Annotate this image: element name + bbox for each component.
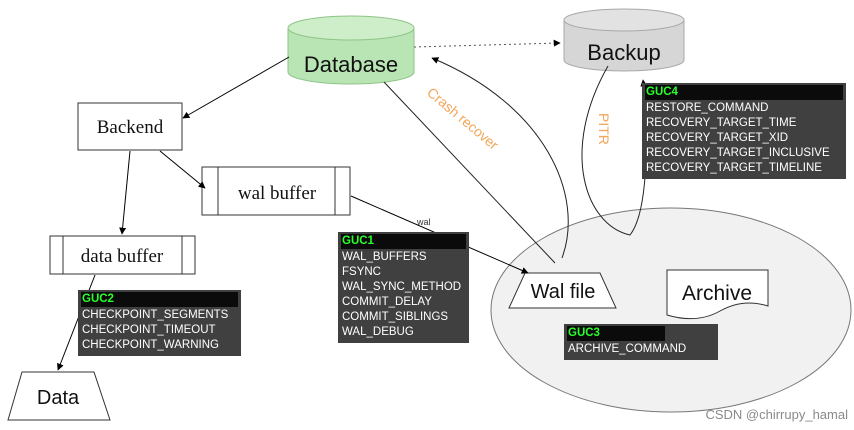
data-buffer-label: data buffer: [81, 246, 164, 267]
backend-label: Backend: [97, 117, 164, 138]
guc2-box: GUC2 CHECKPOINT_SEGMENTS CHECKPOINT_TIME…: [78, 290, 241, 356]
database-to-backup-edge: [413, 39, 561, 48]
wal-edge-label: wal: [416, 217, 431, 227]
archive-label: Archive: [682, 282, 752, 305]
guc1-box: GUC1 WAL_BUFFERS FSYNC WAL_SYNC_METHOD C…: [338, 232, 469, 343]
guc1-item: COMMIT_DELAY: [342, 296, 432, 308]
database-node[interactable]: Database: [287, 15, 415, 85]
pitr-label: PITR: [596, 113, 612, 145]
backup-label: Backup: [587, 40, 660, 65]
archive-node[interactable]: Archive: [666, 269, 769, 320]
data-buffer-node[interactable]: data buffer: [49, 235, 196, 275]
crash-recover-label: Crash recover: [424, 84, 502, 153]
crash-recover-edge: [431, 57, 569, 259]
guc4-title: GUC4: [645, 85, 843, 100]
guc4-box: GUC4 RESTORE_COMMAND RECOVERY_TARGET_TIM…: [642, 83, 846, 179]
database-to-backend-edge: [182, 56, 290, 119]
database-label: Database: [304, 52, 398, 77]
guc1-item: FSYNC: [342, 266, 381, 278]
wal-buffer-node[interactable]: wal buffer: [201, 166, 351, 216]
wal-buffer-label: wal buffer: [238, 183, 317, 204]
guc3-box: GUC3 ARCHIVE_COMMAND: [564, 324, 718, 360]
guc1-item: COMMIT_SIBLINGS: [342, 311, 449, 323]
backend-to-data-buffer-edge: [119, 150, 131, 235]
watermark: CSDN @chirrupy_hamal: [705, 407, 848, 422]
backend-node[interactable]: Backend: [77, 102, 183, 151]
guc3-item: ARCHIVE_COMMAND: [568, 343, 687, 355]
guc4-item: RECOVERY_TARGET_TIME: [646, 117, 797, 129]
guc4-item: RESTORE_COMMAND: [646, 102, 769, 114]
guc2-item: CHECKPOINT_WARNING: [82, 339, 219, 351]
guc1-title: GUC1: [341, 234, 466, 249]
guc1-item: WAL_DEBUG: [342, 326, 414, 338]
guc4-item: RECOVERY_TARGET_XID: [646, 132, 789, 144]
guc4-item: RECOVERY_TARGET_INCLUSIVE: [646, 147, 830, 159]
backend-to-wal-buffer-edge: [159, 150, 206, 189]
data-node[interactable]: Data: [7, 371, 111, 421]
guc4-item: RECOVERY_TARGET_TIMELINE: [646, 162, 822, 174]
data-label: Data: [37, 387, 80, 409]
guc2-item: CHECKPOINT_TIMEOUT: [82, 324, 216, 336]
wal-file-node[interactable]: Wal file: [508, 272, 617, 309]
guc2-title: GUC2: [81, 292, 238, 307]
guc1-item: WAL_SYNC_METHOD: [342, 281, 462, 293]
guc3-title: GUC3: [567, 326, 665, 341]
database-to-wal-file-edge: [383, 81, 556, 264]
guc2-item: CHECKPOINT_SEGMENTS: [82, 309, 229, 321]
backup-node[interactable]: Backup: [563, 8, 685, 72]
wal-file-label: Wal file: [531, 281, 596, 303]
guc1-item: WAL_BUFFERS: [342, 251, 427, 263]
